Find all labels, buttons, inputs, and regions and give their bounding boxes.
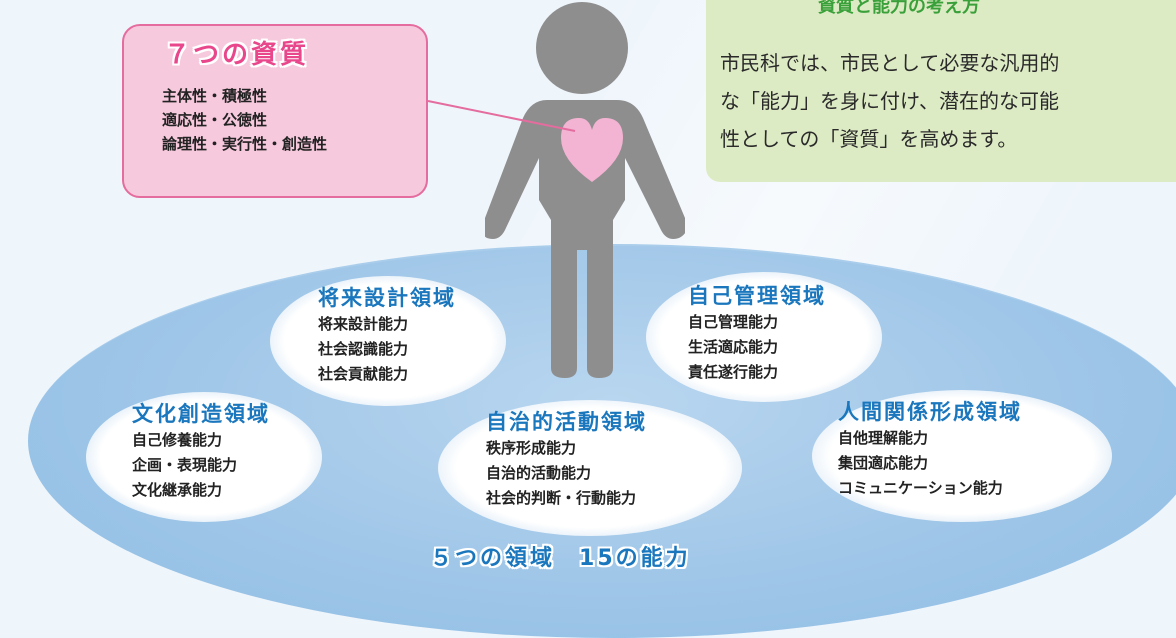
- domain-items: 将来設計能力 社会認識能力 社会貢献能力: [318, 312, 456, 387]
- domain-cloud: [270, 276, 506, 406]
- summary-abilities: 15の能力: [579, 546, 691, 571]
- traits-title: ７つの資質: [164, 40, 310, 70]
- concept-box: [706, 0, 1176, 182]
- domain-relationships: 人間関係形成領域 自他理解能力 集団適応能力 コミュニケーション能力: [838, 396, 1022, 501]
- ability-item: 自治的活動能力: [486, 464, 592, 482]
- domain-items: 自他理解能力 集団適応能力 コミュニケーション能力: [838, 426, 1022, 501]
- ability-item: 秩序形成能力: [486, 439, 577, 457]
- domain-items: 秩序形成能力 自治的活動能力 社会的判断・行動能力: [486, 436, 647, 511]
- ability-item: 社会貢献能力: [318, 365, 409, 383]
- domain-cloud: [438, 400, 742, 536]
- connector-line: [427, 100, 576, 132]
- domain-items: 自己管理能力 生活適応能力 責任遂行能力: [688, 310, 826, 385]
- domain-self-governance: 自治的活動領域 秩序形成能力 自治的活動能力 社会的判断・行動能力: [486, 406, 647, 511]
- ability-item: 社会認識能力: [318, 340, 409, 358]
- ability-item: 自己修養能力: [132, 431, 223, 449]
- concept-title: 資質と能力の考え方: [818, 0, 980, 17]
- ability-item: 責任遂行能力: [688, 363, 779, 381]
- ability-item: 自己管理能力: [688, 313, 779, 331]
- domain-cloud: [86, 392, 322, 522]
- ability-item: 自他理解能力: [838, 429, 929, 447]
- ability-item: 生活適応能力: [688, 338, 779, 356]
- domain-title: 自治的活動領域: [486, 410, 647, 434]
- ability-item: 社会的判断・行動能力: [486, 489, 637, 507]
- concept-text: 市民科では、市民として必要な汎用的 な「能力」を身に付け、潜在的な可能 性として…: [720, 51, 1060, 151]
- ability-item: 集団適応能力: [838, 454, 929, 472]
- ability-item: 将来設計能力: [318, 315, 409, 333]
- trait-line: 論理性・実行性・創造性: [162, 135, 328, 153]
- heart-icon: [561, 118, 623, 182]
- domain-title: 人間関係形成領域: [838, 400, 1022, 424]
- domain-cloud: [646, 272, 882, 402]
- domain-title: 自己管理領域: [688, 284, 826, 308]
- domain-title: 文化創造領域: [132, 402, 270, 426]
- domain-title: 将来設計領域: [318, 286, 456, 310]
- domain-culture-creation: 文化創造領域 自己修養能力 企画・表現能力 文化継承能力: [132, 398, 270, 503]
- ability-item: 文化継承能力: [132, 481, 223, 499]
- traits-box: ７つの資質 主体性・積極性 適応性・公徳性 論理性・実行性・創造性: [122, 24, 428, 198]
- domain-cloud: [812, 390, 1112, 522]
- summary-domains: ５つの領域: [430, 546, 556, 571]
- trait-line: 適応性・公徳性: [162, 111, 268, 129]
- domain-items: 自己修養能力 企画・表現能力 文化継承能力: [132, 428, 270, 503]
- trait-line: 主体性・積極性: [162, 87, 268, 105]
- person-silhouette-icon: [485, 2, 685, 378]
- domain-self-management: 自己管理領域 自己管理能力 生活適応能力 責任遂行能力: [688, 280, 826, 385]
- traits-list: 主体性・積極性 適応性・公徳性 論理性・実行性・創造性: [162, 84, 327, 156]
- ability-item: コミュニケーション能力: [838, 479, 1003, 497]
- summary-caption: ５つの領域 15の能力: [430, 540, 691, 572]
- domain-future-design: 将来設計領域 将来設計能力 社会認識能力 社会貢献能力: [318, 282, 456, 387]
- ability-item: 企画・表現能力: [132, 456, 238, 474]
